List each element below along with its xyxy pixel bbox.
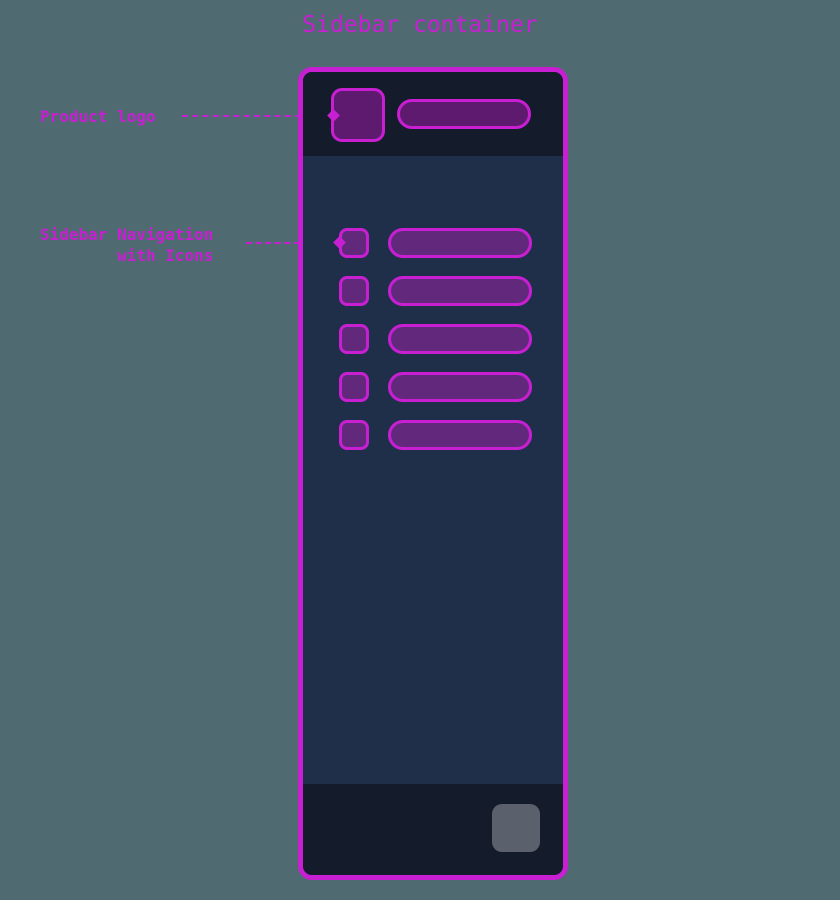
footer-button[interactable] [492,804,540,852]
nav-item-icon [339,324,369,354]
sidebar-nav-item[interactable] [303,420,563,450]
annotation-connector [182,115,332,117]
diagram-title: Sidebar container [302,12,538,38]
sidebar-nav-item[interactable] [303,372,563,402]
annotation-connector [246,242,338,244]
brand-name-placeholder [397,99,531,129]
sidebar-nav-item[interactable] [303,276,563,306]
nav-item-label [388,276,532,306]
nav-item-icon [339,372,369,402]
nav-item-label [388,420,532,450]
sidebar-nav-item[interactable] [303,228,563,258]
annotation-sidebar-navigation: Sidebar Navigation with Icons [40,225,214,265]
sidebar-header [303,72,563,156]
nav-item-label [388,372,532,402]
annotation-product-logo: Product logo [40,107,156,126]
nav-item-label [388,324,532,354]
nav-item-label [388,228,532,258]
nav-item-icon [339,276,369,306]
product-logo[interactable] [331,88,385,142]
sidebar-nav-item[interactable] [303,324,563,354]
sidebar-container [298,67,568,880]
nav-item-icon [339,420,369,450]
